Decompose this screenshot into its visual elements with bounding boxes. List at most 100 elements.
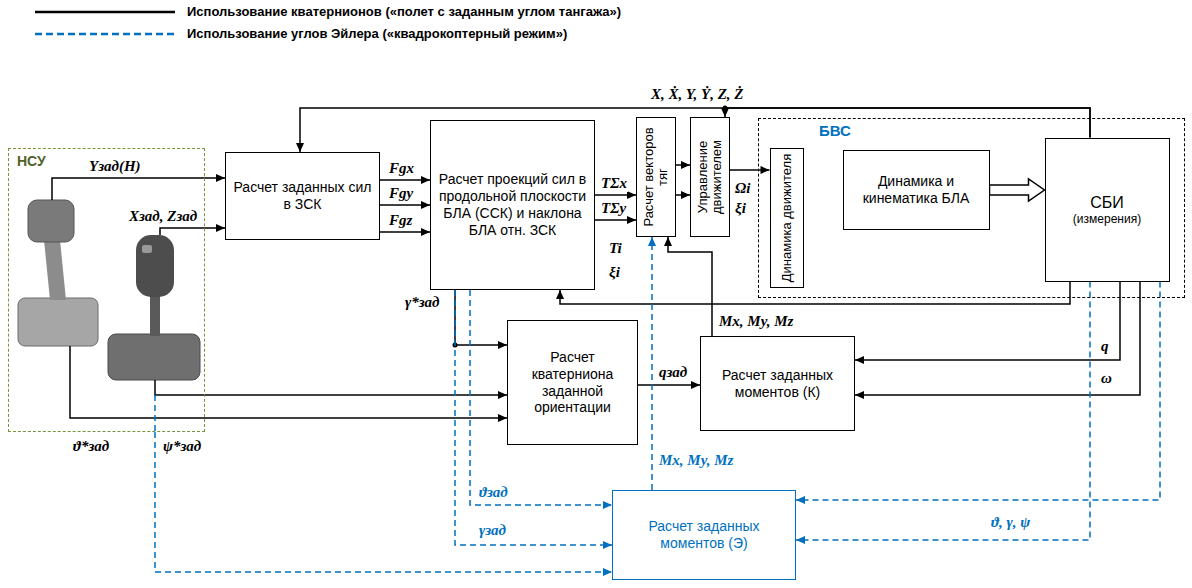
connector-line <box>205 417 507 419</box>
joystick-illustration <box>108 235 200 380</box>
connector-line <box>855 282 1120 361</box>
connector <box>595 191 636 199</box>
legend-text: Использование кватернионов («полет с зад… <box>187 4 621 19</box>
connector <box>676 191 690 199</box>
arrowhead <box>664 237 672 246</box>
joystick-grip <box>136 235 174 297</box>
arrowhead <box>761 166 770 174</box>
connector <box>205 224 225 232</box>
signal-label: ξi <box>608 264 621 281</box>
edge-label: TΣx <box>600 175 628 192</box>
wire <box>155 380 205 395</box>
node-text: Расчет кватерниона заданной ориентации <box>514 349 631 416</box>
signal-label: ψ*зад <box>162 438 202 455</box>
edge-label: Fgy <box>388 185 414 202</box>
process-box: Расчет кватерниона заданной ориентации <box>507 320 638 445</box>
signal-label: Ωi <box>734 180 751 197</box>
arrowhead <box>421 201 430 209</box>
connector <box>676 161 690 169</box>
wire <box>70 346 205 418</box>
connector <box>855 282 1140 400</box>
node-text: (измерения) <box>1073 212 1141 226</box>
node-text: Расчет заданных моментов (Э) <box>619 518 789 552</box>
process-box: Расчет проекций сил в продольной плоскос… <box>430 120 595 290</box>
arrowhead <box>603 501 612 509</box>
signal-label: γзад <box>478 522 507 539</box>
connector <box>155 432 612 576</box>
signal-label: ω⃗ <box>1100 370 1125 387</box>
connector <box>455 290 507 349</box>
node-text: Расчет заданных моментов (К) <box>707 367 848 401</box>
node-text: Расчет проекций сил в продольной плоскос… <box>437 171 588 238</box>
arrowhead <box>498 341 507 349</box>
arrowhead <box>556 290 564 299</box>
connector <box>380 176 430 184</box>
connector-line <box>668 237 712 336</box>
signal-label: Xзад, Zзад <box>128 208 198 225</box>
onboard-system-group: БВСДинамика движителяДинамика и кинемати… <box>758 118 1185 298</box>
connector <box>638 381 700 389</box>
wire <box>154 395 156 432</box>
connector <box>205 174 225 182</box>
connector-line <box>855 282 1140 396</box>
throttle-base <box>18 298 98 346</box>
sensor-box: СБИ(измерения) <box>1045 138 1170 282</box>
node-text: Динамика движителя <box>779 153 793 283</box>
connector <box>721 108 1090 138</box>
group-title: НСУ <box>17 153 46 170</box>
edge-label: TΣy <box>600 200 627 217</box>
connector <box>556 282 1070 305</box>
arrowhead <box>498 391 507 399</box>
connector-line <box>560 282 1070 305</box>
legend-text: Использование углов Эйлера («квадрокопте… <box>187 26 567 41</box>
signal-label: ϑ, γ, ψ <box>990 514 1031 531</box>
edge-label: qзад <box>658 364 688 381</box>
connector-line <box>638 384 700 386</box>
signal-label: ξi <box>734 200 747 217</box>
signal-label: X, Ẋ, Y, Ẏ, Z, Ż <box>650 86 745 103</box>
block-arrow <box>990 179 1045 201</box>
arrowhead <box>296 143 304 152</box>
arrowhead <box>627 216 636 224</box>
connector <box>730 166 770 174</box>
joystick-button <box>142 245 152 253</box>
control-station-group: НСУ <box>8 148 205 432</box>
connector-line <box>725 108 1090 138</box>
connector <box>648 237 656 490</box>
arrowhead <box>498 414 507 422</box>
group-title: БВС <box>819 122 851 140</box>
joystick-base <box>108 334 200 380</box>
connector-line <box>455 290 507 345</box>
signal-label: Ti <box>608 240 623 257</box>
process-box: Расчет заданных моментов (К) <box>700 336 855 431</box>
arrowhead <box>855 391 864 399</box>
signal-label: Mx, My, Mz <box>658 452 734 469</box>
arrowhead <box>721 108 729 117</box>
connector <box>205 391 507 399</box>
arrowhead <box>681 191 690 199</box>
legend-sample <box>35 7 175 17</box>
arrowhead <box>627 191 636 199</box>
node-text: СБИ <box>1090 193 1124 212</box>
control-wires <box>52 178 205 418</box>
wire <box>160 228 205 235</box>
throttle-lever <box>44 240 66 300</box>
wire <box>52 178 205 200</box>
arrowhead <box>855 356 864 364</box>
signal-label: γ*зад <box>404 294 441 311</box>
process-box: Управление движителем <box>690 117 730 237</box>
signal-label: ϑзад <box>478 484 509 501</box>
edge-label: Fgz <box>388 212 413 229</box>
process-box: Динамика движителя <box>770 148 804 288</box>
process-box: Расчет заданных сил в ЗСК <box>225 152 380 240</box>
throttle-grip <box>28 200 74 242</box>
arrowhead <box>681 161 690 169</box>
signal-label: ϑ*зад <box>72 438 110 455</box>
legend-line <box>35 32 175 35</box>
arrowhead <box>603 541 612 549</box>
node-text: Расчет векторов тяг <box>642 122 671 232</box>
process-box: Расчет заданных моментов (Э) <box>612 490 796 580</box>
signal-label: Mx, My, Mz <box>718 313 794 330</box>
